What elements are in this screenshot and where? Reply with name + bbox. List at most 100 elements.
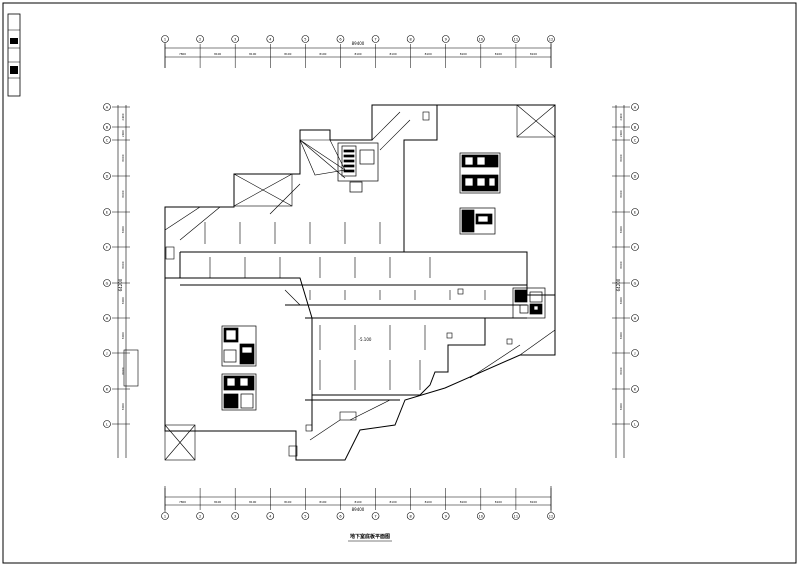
span-dimension: 6000 (619, 332, 623, 339)
span-dimension: 8100 (319, 500, 326, 504)
grid-label: 9 (445, 514, 447, 518)
grid-bubble (631, 243, 639, 251)
grid-bubble (631, 136, 639, 144)
grid-bubble (406, 512, 415, 520)
span-dimension: 2400 (619, 113, 623, 120)
grid-bubble (631, 349, 639, 357)
grid-label: F (634, 245, 636, 249)
grid-label: 11 (514, 37, 518, 41)
span-dimension: 8100 (354, 52, 361, 56)
span-dimension: 6000 (619, 190, 623, 197)
grid-label: 12 (549, 514, 553, 518)
span-dimension: 6000 (619, 226, 623, 233)
grid-bubble (231, 35, 239, 43)
grid-label: 5 (304, 514, 306, 518)
grid-label: 3 (234, 37, 236, 41)
span-dimension: 8100 (425, 52, 432, 56)
grid-bubble (301, 512, 310, 520)
span-dimension: 2400 (619, 130, 623, 137)
grid-label: 5 (304, 37, 306, 41)
grid-bubble (161, 512, 169, 520)
drawing-title: 地下室底板平面图 (350, 533, 390, 540)
grid-bubble (266, 35, 275, 43)
span-dimension: 8100 (425, 500, 432, 504)
grid-label: 8 (410, 514, 412, 518)
left-grid-axis: ABCDEFGHJKL24002400600060006000600060006… (103, 103, 130, 428)
span-dimension: 6000 (121, 403, 125, 410)
grid-bubble (103, 208, 111, 216)
left-dimension-chain (117, 105, 139, 458)
span-dimension: 6000 (121, 226, 125, 233)
grid-label: E (106, 210, 108, 214)
grid-bubble (512, 35, 520, 43)
grid-label: B (634, 125, 637, 129)
grid-bubble (631, 385, 639, 393)
grid-label: 4 (269, 37, 272, 41)
grid-bubble (266, 512, 275, 520)
title-block (7, 13, 21, 97)
grid-label: 3 (234, 514, 236, 518)
span-dimension: 6000 (121, 154, 125, 161)
span-dimension: 6000 (121, 190, 125, 197)
grid-bubble (547, 35, 555, 43)
grid-label: D (106, 174, 109, 178)
grid-label: 4 (269, 514, 272, 518)
span-dimension: 6000 (619, 403, 623, 410)
grid-bubble (103, 385, 111, 393)
grid-label: 9 (445, 37, 447, 41)
grid-bubble (103, 123, 111, 131)
grid-bubble (371, 35, 380, 43)
grid-label: 10 (479, 37, 483, 41)
grid-bubble (103, 243, 111, 251)
grid-bubble (103, 279, 111, 287)
grid-label: D (634, 174, 637, 178)
grid-label: L (106, 422, 108, 426)
span-dimension: 8100 (284, 52, 291, 56)
grid-label: 1 (164, 37, 166, 41)
span-dimension: 8100 (530, 500, 537, 504)
grid-bubble (103, 314, 111, 322)
grid-bubble (103, 136, 111, 144)
parking-stall-ticks (204, 222, 486, 390)
span-dimension: 6000 (121, 297, 125, 304)
grid-label: A (106, 105, 109, 109)
core-rooms (221, 142, 546, 411)
span-dimension: 8100 (460, 500, 467, 504)
grid-bubble (631, 103, 639, 111)
grid-label: G (106, 281, 109, 285)
right-dimension-chain (615, 105, 625, 458)
grid-bubble (103, 420, 111, 428)
grid-label: 11 (514, 514, 518, 518)
span-dimension: 6000 (121, 367, 125, 374)
grid-bubble (477, 35, 485, 43)
grid-bubble (336, 35, 345, 43)
grid-label: K (106, 387, 109, 391)
grid-bubble (103, 103, 111, 111)
span-dimension: 8100 (249, 52, 256, 56)
grid-label: 6 (339, 514, 341, 518)
span-dimension: 6000 (121, 261, 125, 268)
span-dimension: 6000 (619, 297, 623, 304)
grid-label: J (105, 351, 107, 355)
span-dimension: 6000 (121, 332, 125, 339)
grid-bubble (477, 512, 485, 520)
grid-label: G (634, 281, 637, 285)
grid-bubble (371, 512, 380, 520)
span-dimension: 2400 (121, 113, 125, 120)
grid-bubble (512, 512, 520, 520)
span-dimension: 6000 (619, 261, 623, 268)
grid-bubble (196, 512, 204, 520)
grid-label: H (106, 316, 109, 320)
grid-label: K (634, 387, 637, 391)
span-dimension: 8100 (495, 52, 502, 56)
span-dimension: 8100 (495, 500, 502, 504)
grid-label: C (634, 138, 637, 142)
grid-bubble (103, 349, 111, 357)
left-overall-dimension: 64200 (118, 278, 123, 291)
span-dimension: 2400 (121, 130, 125, 137)
span-dimension: 8100 (284, 500, 291, 504)
grid-label: 1 (164, 514, 166, 518)
span-dimension: 7800 (179, 500, 186, 504)
